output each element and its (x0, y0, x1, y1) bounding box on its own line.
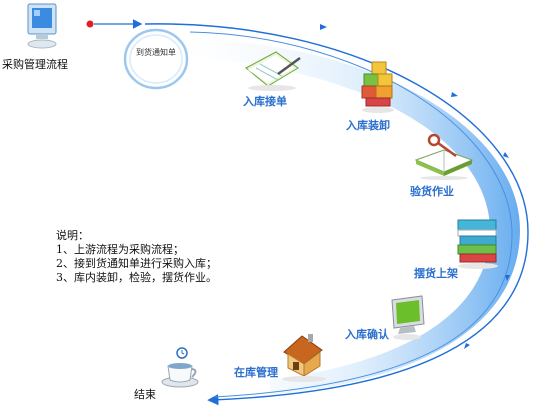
step-label: 入库接单 (243, 95, 287, 108)
notes-title: 说明： (56, 229, 89, 242)
glow-band (150, 39, 520, 396)
arrowhead (464, 343, 470, 349)
notepad-pen-icon (245, 51, 301, 91)
notice-circle-label: 到货通知单 (136, 48, 176, 57)
notes-line: 1、上游流程为采购流程； (56, 243, 184, 256)
step-label: 入库装卸 (346, 119, 390, 132)
arrowhead (505, 275, 510, 281)
step-label: 在库管理 (234, 366, 278, 379)
step-label: 摆货上架 (414, 267, 458, 280)
start-label: 采购管理流程 (2, 58, 68, 71)
warehouse-house-icon (282, 334, 326, 382)
notes-line: 3、库内装卸，检验，摆货作业。 (56, 271, 217, 284)
step-label: 验货作业 (410, 185, 454, 198)
computer-icon (27, 3, 57, 49)
notes-line: 2、接到货通知单进行采购入库； (56, 257, 217, 270)
arrowhead (320, 24, 327, 30)
step-label: 入库确认 (345, 328, 389, 341)
stacked-books-icon (457, 219, 498, 269)
inner-arc (189, 31, 513, 398)
stacked-boxes-icon (361, 61, 394, 113)
book-key-icon (414, 133, 474, 180)
coffee-cup-icon (161, 347, 199, 388)
start-dot (86, 20, 94, 28)
arrowhead (503, 152, 509, 158)
monitor-icon (391, 295, 425, 340)
end-label: 结束 (134, 388, 156, 401)
arrowhead (451, 92, 458, 97)
outer-arc (144, 23, 529, 406)
notice-circle (123, 28, 189, 90)
notes-block: 说明： 1、上游流程为采购流程； 2、接到货通知单进行采购入库； 3、库内装卸，… (56, 229, 217, 285)
